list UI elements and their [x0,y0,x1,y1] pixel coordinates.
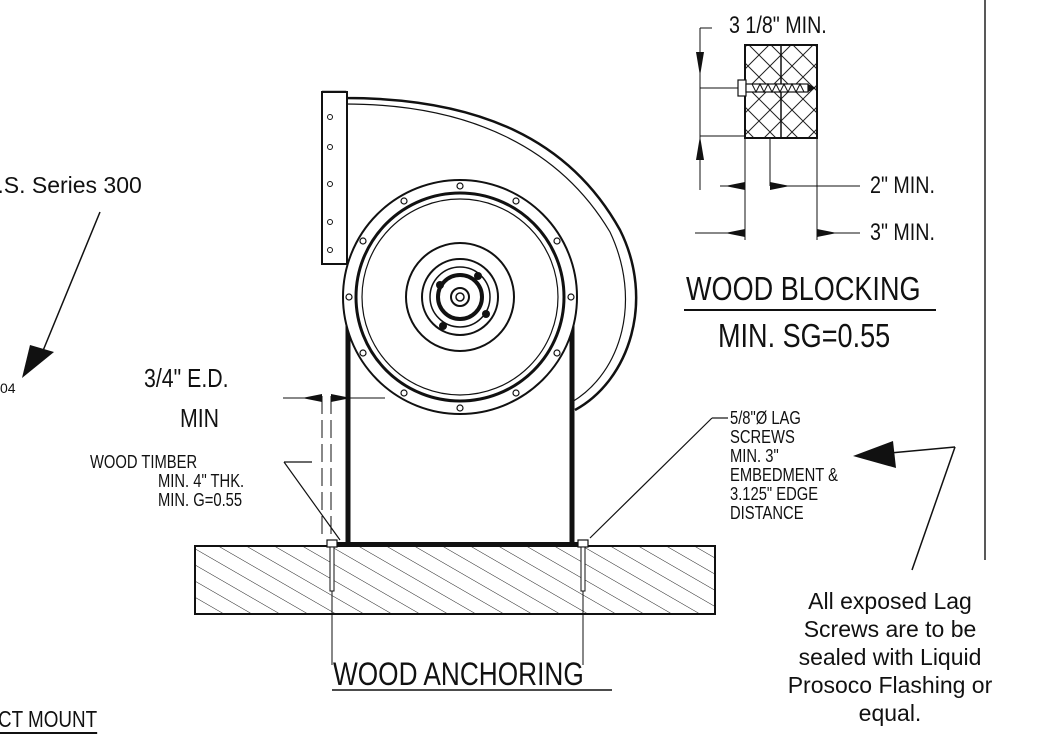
wood-blocking-title: WOOD BLOCKING [686,270,921,307]
lag-screw-label-2: SCREWS [730,427,795,447]
wood-anchoring-title: WOOD ANCHORING [333,656,584,692]
wood-blocking-subtitle: MIN. SG=0.55 [718,317,891,354]
lag-screw-label-4: EMBEDMENT & [730,465,838,485]
seal-note: All exposed Lag Screws are to be sealed … [745,587,1035,727]
lag-screw-label-6: DISTANCE [730,503,804,523]
lag-screw-label: 5/8"Ø LAG [730,408,801,428]
timber-label: WOOD TIMBER [90,452,198,472]
timber-grade: MIN. G=0.55 [158,490,243,510]
seal-leader-line [911,446,956,571]
seal-note-line-4: Prosoco Flashing or [787,672,993,698]
partial-number: 04 [0,380,16,396]
blocking-dim-top: 3 1/8" MIN. [729,12,827,39]
blocking-dim-2: 2" MIN. [870,172,935,199]
ss-arrowhead [22,345,54,378]
lag-leader-line [589,417,713,539]
seal-note-line-1: All exposed Lag [808,588,972,614]
timber-thickness: MIN. 4" THK. [158,471,245,491]
edge-distance-dimension [283,394,385,540]
wood-blocking-detail [684,27,936,311]
edge-distance-label: 3/4" E.D. [144,363,229,393]
lag-screw-left [326,539,338,665]
partial-mount-title: CT MOUNT [0,706,98,732]
stainless-note: S.S. Series 300 [0,172,142,198]
lag-screw-label-5: 3.125" EDGE [730,484,819,504]
seal-note-line-5: equal. [858,700,922,726]
lag-screw-right [577,539,589,665]
blocking-dim-3: 3" MIN. [870,219,935,246]
timber-leader-line-2 [283,461,341,541]
seal-note-line-3: sealed with Liquid [798,644,982,670]
wood-timber-section [194,545,716,615]
seal-note-line-2: Screws are to be [803,616,977,642]
edge-distance-min: MIN [180,403,220,433]
ss-leader-line [39,211,101,359]
timber-base-plate [330,542,585,547]
seal-arrow-shaft [889,446,956,454]
lag-screw-label-3: MIN. 3" [730,446,779,466]
seal-arrowhead [853,441,896,468]
blower-fan [321,90,638,546]
